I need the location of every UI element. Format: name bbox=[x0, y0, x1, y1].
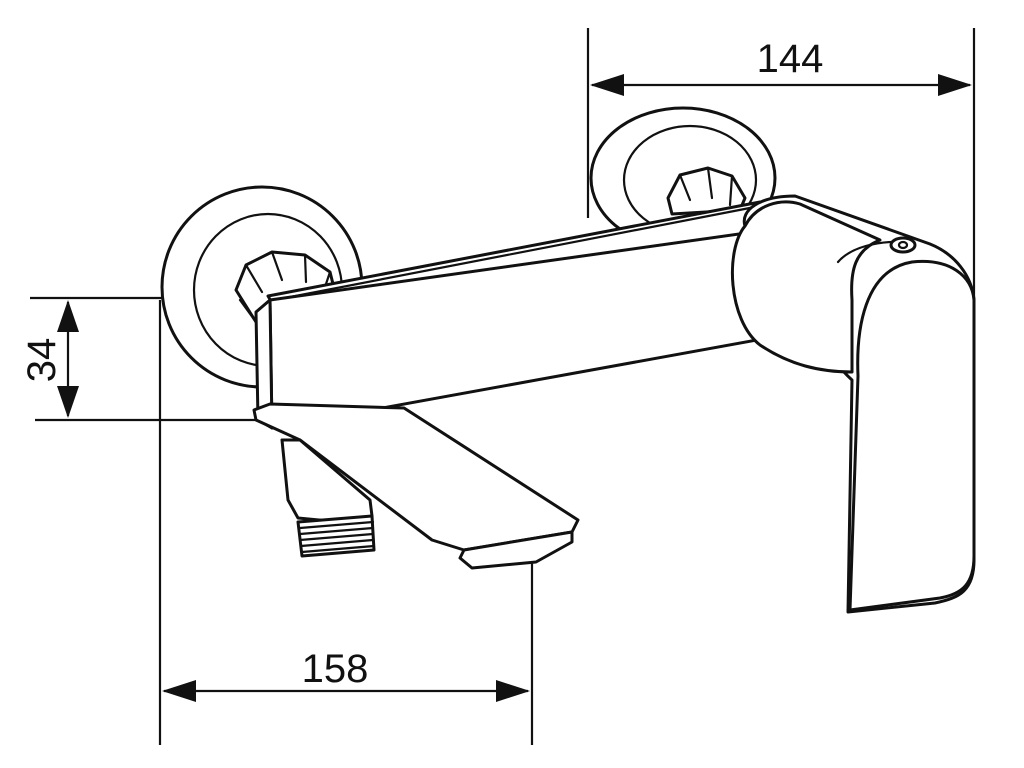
faucet bbox=[160, 106, 976, 614]
dimension-bottom: 158 bbox=[158, 300, 534, 745]
arrowhead-right bbox=[938, 74, 972, 96]
hose-connector bbox=[280, 438, 376, 558]
dimension-left: 34 bbox=[20, 296, 290, 422]
mixer-housing bbox=[730, 194, 976, 614]
arrowhead-down bbox=[57, 386, 79, 418]
dimension-label-144: 144 bbox=[757, 37, 824, 81]
arrowhead-left bbox=[590, 74, 624, 96]
dimension-label-158: 158 bbox=[302, 647, 369, 691]
dimension-label-34: 34 bbox=[20, 338, 64, 383]
arrowhead-right-bottom bbox=[496, 680, 530, 702]
arrowhead-up bbox=[57, 300, 79, 332]
dimension-top: 144 bbox=[586, 28, 976, 320]
faucet-spout bbox=[252, 402, 580, 570]
temperature-indicator-icon bbox=[889, 236, 917, 254]
arrowhead-left-bottom bbox=[162, 680, 196, 702]
